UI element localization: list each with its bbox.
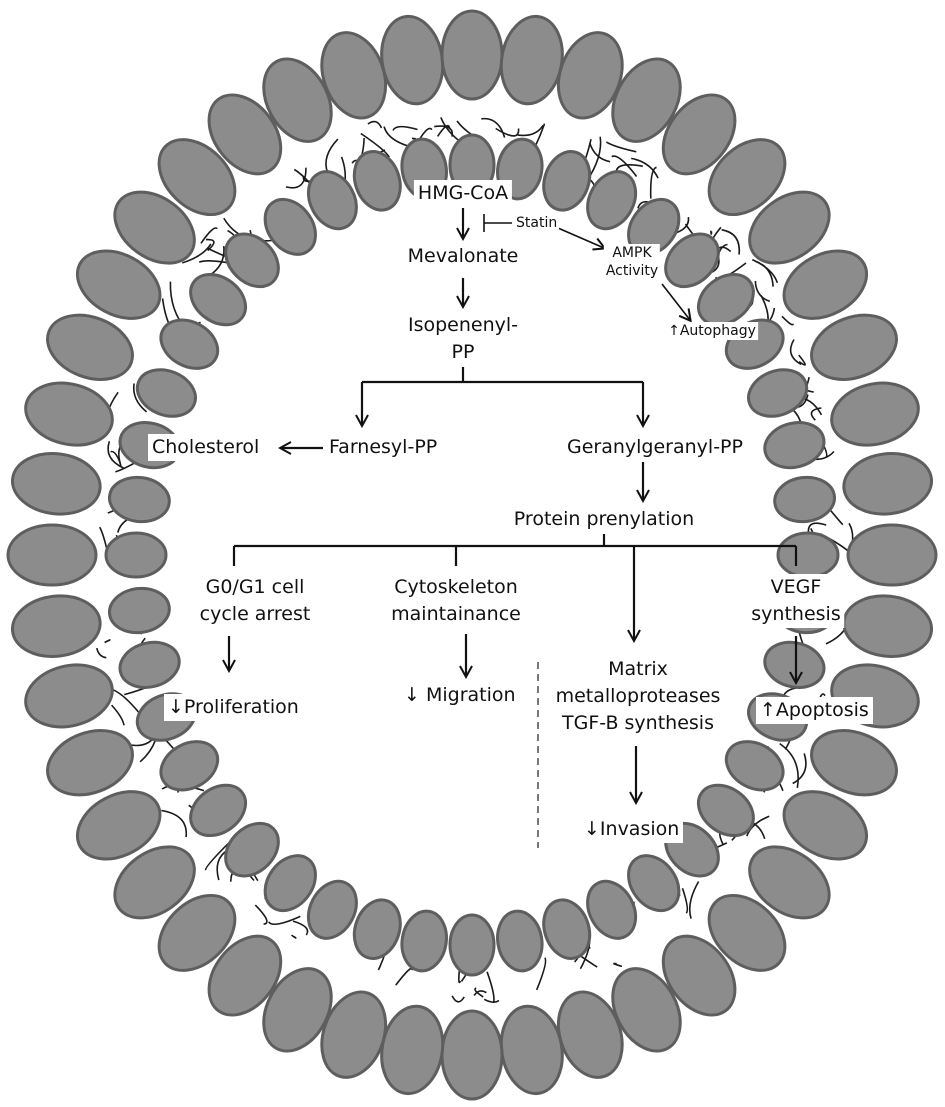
label-mmp-tgfb: Matrix metalloproteases TGF-B synthesis [552,656,725,737]
label-mmp-line2: metalloproteases [556,683,721,710]
label-isopentenyl-pp: Isopenenyl- PP [404,312,522,366]
label-mmp-line1: Matrix [556,656,721,683]
label-cell-cycle-line2: cycle arrest [200,601,311,628]
label-cytoskeleton-line2: maintainance [391,601,521,628]
label-ampk-activity: AMPK Activity [604,244,660,280]
label-vegf-line1: VEGF [751,574,840,601]
label-apoptosis: ↑Apoptosis [756,697,873,724]
label-ampk-line2: Activity [606,262,658,280]
label-isopentenyl-line1: Isopenenyl- [408,312,518,339]
label-proliferation: ↓Proliferation [164,694,303,721]
label-vegf-synthesis: VEGF synthesis [747,574,844,628]
label-ampk-line1: AMPK [606,244,658,262]
label-cholesterol: Cholesterol [148,434,263,461]
label-geranylgeranyl-pp: Geranylgeranyl-PP [563,434,747,461]
label-cell-cycle-arrest: G0/G1 cell cycle arrest [196,574,315,628]
label-isopentenyl-line2: PP [408,339,518,366]
label-cell-cycle-line1: G0/G1 cell [200,574,311,601]
label-invasion: ↓Invasion [580,816,683,843]
label-mevalonate: Mevalonate [404,243,523,270]
label-mmp-line3: TGF-B synthesis [556,710,721,737]
label-statin: Statin [514,214,559,232]
label-protein-prenylation: Protein prenylation [510,506,698,533]
label-autophagy: ↑Autophagy [666,322,758,340]
label-vegf-line2: synthesis [751,601,840,628]
arrow-statin-ampk [558,228,604,248]
label-migration: ↓ Migration [400,682,520,709]
label-cytoskeleton: Cytoskeleton maintainance [387,574,525,628]
label-hmg-coa: HMG-CoA [414,180,512,207]
label-cytoskeleton-line1: Cytoskeleton [391,574,521,601]
arrow-ampk-autophagy [662,284,690,320]
label-farnesyl-pp: Farnesyl-PP [325,434,441,461]
